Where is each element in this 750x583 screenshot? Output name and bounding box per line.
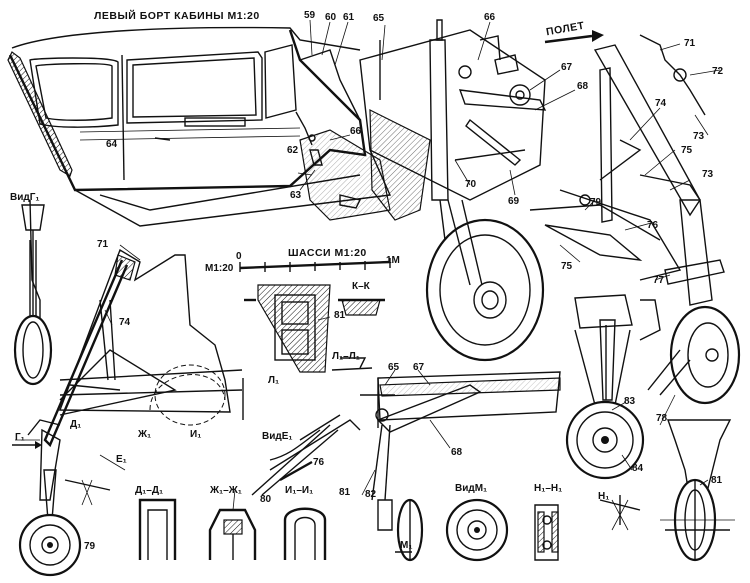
callout-71-tail: 71 [97, 239, 109, 250]
callout-74-tail: 74 [119, 317, 131, 328]
callout-84: 84 [632, 463, 644, 474]
callout-81: 81 [334, 310, 346, 321]
callout-83: 83 [624, 396, 636, 407]
callout-73-right: 73 [702, 169, 714, 180]
view-m1-arrow-label: М₁ [400, 540, 413, 551]
callout-79: 79 [590, 197, 602, 208]
view-arrow-g1 [12, 441, 42, 449]
section-nn-label: Н₁–Н₁ [534, 483, 563, 494]
chassis-title: ШАССИ М1:20 [288, 247, 367, 259]
callout-61: 61 [343, 12, 355, 23]
section-zhzh-label: Ж₁–Ж₁ [210, 485, 242, 496]
scale-zero-label: 0 [236, 251, 242, 262]
callout-leaders [104, 19, 721, 511]
callout-78: 78 [656, 413, 668, 424]
section-dd-label: Д₁–Д₁ [135, 485, 164, 496]
section-details-bottom [138, 424, 339, 560]
callout-75: 75 [681, 145, 693, 156]
callout-74: 74 [655, 98, 667, 109]
section-kk-label: К–К [352, 281, 370, 292]
section-d1-marker: Д₁ [70, 419, 82, 430]
section-ll-label: Л₁–Л₁ [332, 351, 360, 362]
callout-68: 68 [577, 81, 589, 92]
callout-67: 67 [561, 62, 573, 73]
callout-76-view: 76 [313, 457, 325, 468]
callout-79-tail: 79 [84, 541, 96, 552]
tail-gear-side-view [13, 199, 244, 577]
lower-strut-assembly [269, 371, 561, 562]
callout-73: 73 [693, 131, 705, 142]
main-gear-top-view [359, 19, 547, 362]
view-g1-arrow-label: Г₁ [15, 432, 25, 443]
callout-68-lower: 68 [451, 447, 463, 458]
section-n1-marker: Н₁ [598, 491, 610, 502]
callout-70: 70 [465, 179, 477, 190]
cabin-left-side-view [7, 26, 392, 227]
callout-69: 69 [508, 196, 520, 207]
callout-77: 77 [653, 275, 665, 286]
callout-72: 72 [712, 66, 724, 77]
cabin-title: ЛЕВЫЙ БОРТ КАБИНЫ М1:20 [94, 10, 260, 22]
callout-81-lower: 81 [339, 487, 351, 498]
callout-82: 82 [365, 489, 377, 500]
scale-bar [239, 258, 391, 272]
callout-64: 64 [106, 139, 118, 150]
section-e1-marker: Е₁ [116, 454, 127, 465]
section-panel-81 [244, 284, 385, 373]
callout-62: 62 [287, 145, 299, 156]
wheel-view-m1 [445, 498, 559, 562]
callout-81-right: 81 [711, 475, 723, 486]
callout-66-cabin: 66 [350, 126, 362, 137]
section-i1-marker: И₁ [190, 429, 202, 440]
callout-80: 80 [260, 494, 272, 505]
callout-75-lower: 75 [561, 261, 573, 272]
callout-65: 65 [373, 13, 385, 24]
section-ii-label: И₁–И₁ [285, 485, 314, 496]
view-g1-label: ВидГ₁ [10, 192, 40, 203]
section-zh1-marker: Ж₁ [138, 429, 152, 440]
callout-65-lower: 65 [388, 362, 400, 373]
callout-71: 71 [684, 38, 696, 49]
flight-arrow [544, 30, 604, 44]
view-m1-label: ВидМ₁ [455, 483, 488, 494]
scale-one-meter-label: 1М [386, 255, 400, 266]
view-e1-label: ВидЕ₁ [262, 431, 293, 442]
callout-63: 63 [290, 190, 302, 201]
callout-59: 59 [304, 10, 316, 21]
scale-ratio-label: М1:20 [205, 263, 234, 274]
callout-76: 76 [647, 220, 659, 231]
right-gear-strut [529, 34, 741, 405]
section-l1-marker: Л₁ [268, 375, 280, 386]
main-gear-front-view [565, 294, 735, 562]
callout-67-lower: 67 [413, 362, 425, 373]
callout-66: 66 [484, 12, 496, 23]
callout-60: 60 [325, 12, 337, 23]
